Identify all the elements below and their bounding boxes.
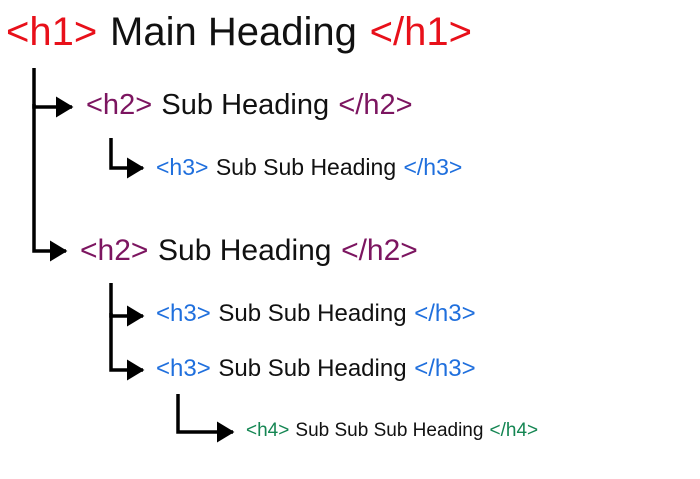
connector-h3c-to-h4 [176,394,235,443]
heading-h2-first: <h2>Sub Heading</h2> [86,91,413,120]
h3-text: Sub Sub Heading [215,154,397,180]
connector-h1-to-h2b [32,104,68,262]
heading-h2-second: <h2> Sub Heading </h2> [80,236,418,266]
connector-h2b-to-h3c [109,313,145,381]
h3-close-tag: </h3> [414,355,476,382]
h3-close-tag: </h3> [414,300,476,327]
connector-h2b-to-h3b [109,283,145,327]
h2-open-tag: <h2> [86,89,153,121]
heading-h3-second: <h3> Sub Sub Heading </h3> [156,302,476,326]
h3-open-tag: <h3> [156,300,211,327]
h2-close-tag: </h2> [338,89,413,121]
h3-close-tag: </h3> [403,154,463,180]
h1-open-tag: <h1> [6,10,98,54]
connector-h1-to-h2a [32,68,74,118]
h4-close-tag: </h4> [489,420,539,441]
heading-h3-third: <h3> Sub Sub Heading </h3> [156,357,476,381]
heading-h1: <h1> Main Heading </h1> [6,12,472,52]
h2-text: Sub Heading [161,89,330,121]
heading-h4: <h4>Sub Sub Sub Heading</h4> [246,421,538,440]
connector-h2a-to-h3a [109,138,145,179]
h4-open-tag: <h4> [246,420,290,441]
h2-close-tag: </h2> [341,234,418,267]
h1-text: Main Heading [110,10,357,54]
h3-text: Sub Sub Heading [218,300,407,327]
h3-open-tag: <h3> [156,355,211,382]
heading-h3-first: <h3>Sub Sub Heading</h3> [156,156,462,179]
h1-close-tag: </h1> [369,10,472,54]
h4-text: Sub Sub Sub Heading [295,420,484,441]
h3-text: Sub Sub Heading [218,355,407,382]
h2-open-tag: <h2> [80,234,149,267]
h2-text: Sub Heading [158,234,332,267]
h3-open-tag: <h3> [156,154,209,180]
